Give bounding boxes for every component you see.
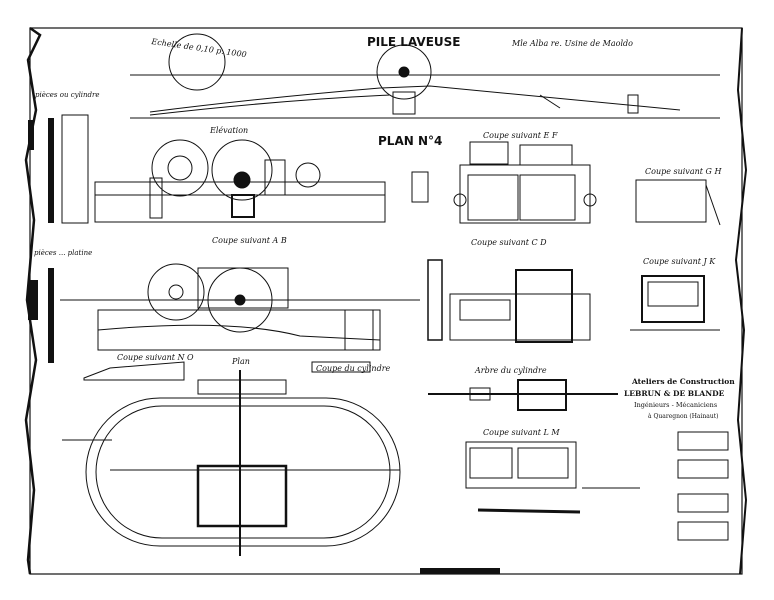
section-gh-label: Coupe suivant G H: [645, 167, 722, 176]
section-ef-label: Coupe suivant E F: [483, 131, 558, 140]
right-edge-wear: [734, 27, 748, 575]
left-edge-stain-2: [28, 120, 34, 150]
left-gauge-bar-top: [48, 118, 54, 223]
elevation-label: Elévation: [210, 126, 249, 135]
side-note-cylinder: pièces ou cylindre: [35, 91, 100, 99]
firm-line-3: Ingénieurs - Mécaniciens: [634, 401, 718, 409]
section-jk-label: Coupe suivant J K: [643, 257, 716, 266]
section-ef-view: [411, 141, 597, 224]
left-edge-stain: [28, 280, 38, 320]
firm-line-4: à Quaregnon (Hainaut): [648, 413, 719, 420]
plan-number: PLAN N°4: [378, 134, 443, 148]
paper-sheet: [29, 27, 743, 575]
shaft-label: Arbre du cylindre: [475, 366, 547, 375]
elevation-view: [94, 139, 386, 223]
plan-label: Plan: [232, 357, 250, 366]
section-ab-label: Coupe suivant A B: [212, 236, 287, 245]
section-cd-label: Coupe suivant C D: [471, 238, 547, 247]
top-longitudinal-view: [130, 33, 720, 119]
section-lm-view: [465, 441, 640, 514]
section-no-label: Coupe suivant N O: [117, 353, 194, 362]
left-edge-wear: [24, 26, 42, 575]
plan-view: [62, 361, 401, 556]
cylinder-section-label: Coupe du cylindre: [316, 364, 391, 373]
bottom-edge-stain: [420, 568, 500, 574]
section-no-view: [83, 361, 185, 381]
mill-note: Mle Alba re. Usine de Maoldo: [512, 39, 633, 48]
firm-line-1: Ateliers de Construction: [632, 377, 735, 386]
section-jk-view: [630, 275, 720, 331]
section-cd-view: [427, 259, 591, 343]
drawing-title: PILE LAVEUSE: [367, 35, 461, 49]
side-note-platine: pièces ... platine: [34, 249, 93, 257]
left-detail-frame: [61, 114, 89, 224]
section-lm-label: Coupe suivant L M: [483, 428, 560, 437]
firm-line-2: LEBRUN & DE BLANDE: [624, 389, 725, 398]
section-ab-view: [60, 263, 420, 351]
shaft-view: [428, 379, 618, 411]
left-gauge-bar-bottom: [48, 268, 54, 363]
right-plate-motifs: [677, 431, 729, 541]
section-gh-view: [635, 179, 721, 226]
